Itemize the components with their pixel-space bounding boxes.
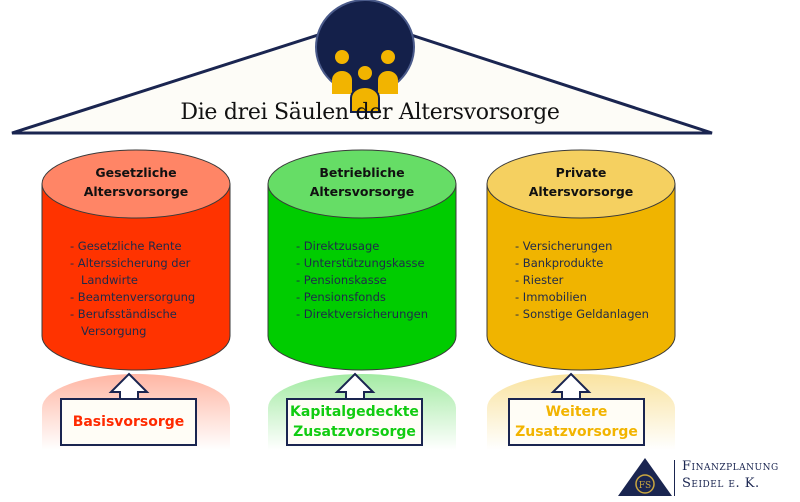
people-group-icon — [332, 50, 398, 113]
label-line: Kapitalgedeckte — [290, 404, 419, 420]
list-item: - Sonstige Geldanlagen — [515, 307, 649, 321]
pillar-title-line: Altersvorsorge — [83, 184, 189, 199]
cylinder-top — [267, 149, 457, 219]
label-line: Basisvorsorge — [72, 414, 185, 430]
company-name: Finanzplanung Seidel e. K. — [682, 458, 779, 492]
logo-divider — [674, 460, 675, 496]
pillar-title-line: Betriebliche — [319, 165, 405, 180]
pillar-items: - Direktzusage - Unterstützungskasse - P… — [296, 238, 428, 323]
list-item: - Pensionskasse — [296, 273, 387, 287]
label-line: Zusatzvorsorge — [515, 424, 638, 440]
cylinder-body — [41, 183, 231, 371]
list-item: Landwirte — [70, 273, 138, 287]
list-item: - Berufsständische — [70, 307, 177, 321]
list-item: - Riester — [515, 273, 564, 287]
company-name-line: Seidel e. K. — [682, 476, 760, 491]
company-name-line: Finanzplanung — [682, 459, 779, 474]
label-line: Weitere — [545, 404, 608, 420]
company-logo-icon: FS — [618, 458, 672, 496]
cylinder-top — [41, 149, 231, 219]
list-item: - Bankprodukte — [515, 256, 604, 270]
svg-text:FS: FS — [639, 481, 651, 491]
pillar-title-line: Gesetzliche — [95, 165, 177, 180]
list-item: - Beamtenversorgung — [70, 290, 196, 304]
list-item: Versorgung — [70, 324, 147, 338]
list-item: - Immobilien — [515, 290, 587, 304]
diagram-title: Die drei Säulen der Altersvorsorge — [180, 100, 560, 125]
cylinder-body — [267, 183, 457, 371]
list-item: - Direktzusage — [296, 239, 380, 253]
list-item: - Versicherungen — [515, 239, 613, 253]
list-item: - Alterssicherung der — [70, 256, 191, 270]
list-item: - Gesetzliche Rente — [70, 239, 182, 253]
pillar-items: - Versicherungen - Bankprodukte - Rieste… — [515, 238, 649, 323]
cylinder-body — [486, 183, 676, 371]
list-item: - Unterstützungskasse — [296, 256, 425, 270]
pillar-title-line: Altersvorsorge — [309, 184, 415, 199]
list-item: - Pensionsfonds — [296, 290, 386, 304]
cylinder-top — [486, 149, 676, 219]
list-item: - Direktversicherungen — [296, 307, 429, 321]
pillar-label-box: Basisvorsorge — [60, 398, 197, 446]
pillar-items: - Gesetzliche Rente - Alterssicherung de… — [70, 238, 195, 340]
pillar-title-line: Private — [555, 165, 607, 180]
pillar-title-line: Altersvorsorge — [528, 184, 634, 199]
label-line: Zusatzvorsorge — [293, 424, 416, 440]
